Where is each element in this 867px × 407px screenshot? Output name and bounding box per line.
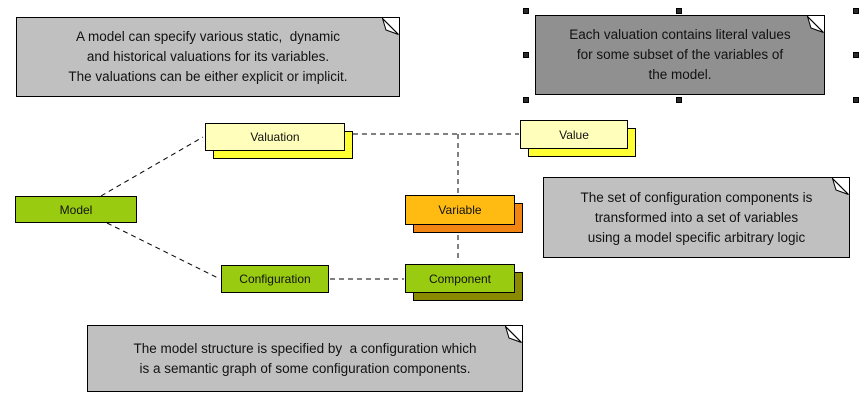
node-label: Valuation (250, 130, 300, 144)
node-label: Configuration (239, 272, 311, 286)
node-label: Model (59, 202, 93, 217)
selection-handle-n[interactable] (676, 8, 682, 14)
note-fold-icon (382, 18, 399, 35)
note-text-line: Each valuation contains literal values (569, 27, 791, 42)
selection-handle-e[interactable] (853, 52, 859, 58)
note-text-line: The set of configuration components is (580, 189, 813, 205)
node-face: Component (405, 264, 515, 293)
note-transformation[interactable]: The set of configuration components is t… (543, 177, 850, 258)
note-text-line: The valuations can be either explicit or… (68, 69, 348, 84)
selection-handle-sw[interactable] (523, 97, 529, 103)
node-face: Variable (405, 195, 515, 225)
connector-model-configuration[interactable] (106, 222, 221, 280)
note-fold-icon (807, 16, 824, 33)
note-text-line: transformed into a set of variables (594, 209, 799, 225)
node-label: Value (559, 127, 589, 142)
class-node-configuration[interactable]: Configuration (221, 265, 329, 293)
class-node-variable[interactable]: Variable (405, 195, 523, 233)
note-valuations[interactable]: A model can specify various static, dyna… (16, 17, 400, 97)
node-face: Value (520, 120, 628, 149)
note-text-line: the model. (648, 67, 712, 82)
selection-handle-ne[interactable] (853, 8, 859, 14)
note-fold-icon (832, 178, 849, 195)
class-node-value[interactable]: Value (520, 120, 636, 157)
class-node-component[interactable]: Component (405, 264, 523, 301)
node-label: Variable (438, 203, 482, 217)
note-fold-icon (505, 326, 522, 343)
note-text-line: A model can specify various static, dyna… (75, 29, 341, 44)
note-text-line: and historical valuations for its variab… (86, 49, 330, 64)
selection-handle-se[interactable] (853, 97, 859, 103)
class-node-model[interactable]: Model (15, 196, 137, 223)
note-text-line: using a model specific arbitrary logic (587, 229, 806, 245)
node-label: Component (428, 271, 492, 286)
node-face: Configuration (221, 265, 329, 293)
class-node-valuation[interactable]: Valuation (205, 123, 353, 159)
selection-handle-s[interactable] (676, 97, 682, 103)
connector-model-valuation[interactable] (100, 136, 204, 197)
node-face: Valuation (205, 123, 345, 151)
note-text-line: is a semantic graph of some configuratio… (139, 360, 471, 376)
note-literal-values[interactable]: Each valuation contains literal values f… (535, 15, 825, 95)
selection-handle-w[interactable] (523, 52, 529, 58)
node-face: Model (15, 196, 137, 223)
note-structure[interactable]: The model structure is specified by a co… (87, 325, 523, 392)
note-text-line: The model structure is specified by a co… (133, 340, 477, 356)
selection-handle-nw[interactable] (523, 8, 529, 14)
note-text-line: for some subset of the variables of (576, 47, 784, 62)
